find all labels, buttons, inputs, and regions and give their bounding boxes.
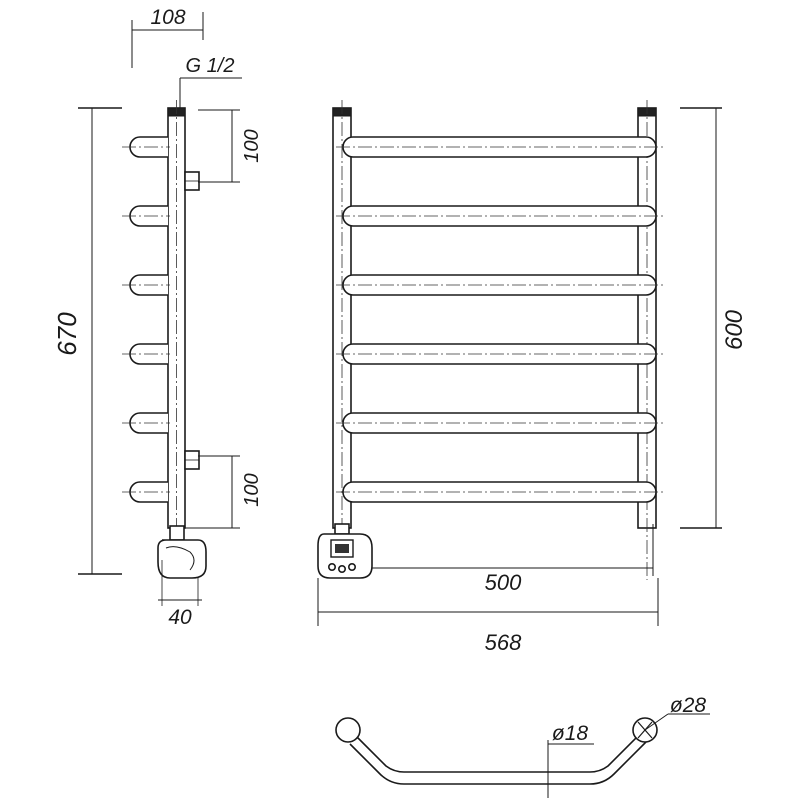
dim-bottom-spacing: 100 [241, 473, 263, 506]
heater-controller [317, 523, 373, 579]
controller-button-3 [347, 562, 356, 571]
dim-top-spacing: 100 [241, 129, 263, 162]
front-view: 600 500 568 [317, 100, 748, 655]
controller-display-screen [335, 544, 349, 553]
dim-bottom-depth: 40 [168, 606, 192, 629]
dim-side-offset: 108 [150, 6, 185, 29]
front-rungs [336, 136, 664, 503]
controller-button-2 [337, 564, 346, 573]
thread-label: G 1/2 [186, 55, 235, 77]
dim-total-width: 568 [485, 630, 522, 655]
top-view: ø28 ø18 [335, 694, 710, 798]
controller-button-1 [327, 562, 336, 571]
side-rung-stubs [122, 136, 170, 503]
wall-mounts [184, 171, 200, 470]
dim-rail-diameter: ø28 [670, 694, 707, 717]
dim-rung-diameter: ø18 [552, 722, 589, 745]
dim-total-height: 670 [52, 312, 82, 356]
dim-front-height: 600 [721, 309, 748, 350]
side-heater [157, 525, 207, 606]
left-rail-section [335, 717, 361, 743]
side-view: 108 G 1/2 [52, 6, 263, 629]
dim-center-width: 500 [485, 570, 522, 595]
